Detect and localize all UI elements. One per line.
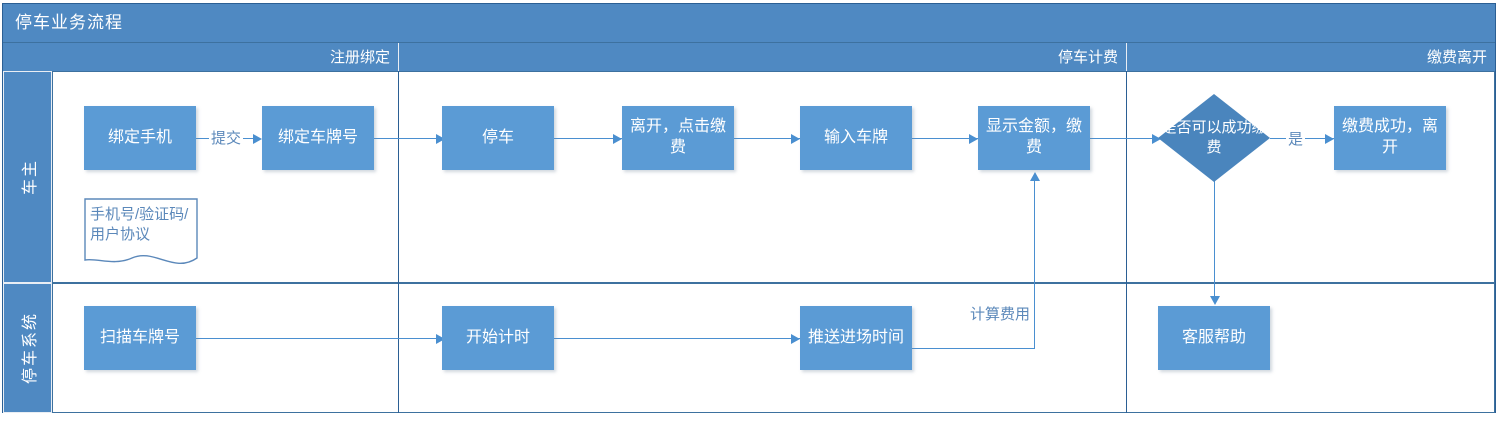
node-input-plate[interactable]: 输入车牌 — [800, 106, 912, 170]
node-can-pay-label: 是否可以成功缴费 — [1161, 118, 1267, 156]
phase-divider-1 — [398, 71, 399, 413]
edge-arrow-leavepay-to-inputplate — [791, 134, 800, 144]
diagram-title: 停车业务流程 — [3, 4, 1495, 42]
edge-scanplate-to-starttimer — [196, 338, 444, 339]
edge-label-yes: 是 — [1286, 128, 1306, 149]
node-doc-info[interactable]: 手机号/验证码/用户协议 — [84, 198, 198, 270]
edge-arrow-scanplate-to-starttimer — [436, 334, 445, 344]
edge-inputplate-to-showamount — [912, 138, 980, 139]
lane-header-owner: 车主 — [3, 71, 52, 283]
edge-arrow-showamount-to-canpay — [1152, 134, 1161, 144]
edge-arrow-pushentry-to-showamount — [1030, 172, 1040, 181]
phase-header-payleave: 缴费离开 — [1426, 49, 1487, 66]
lane-label-system: 停车系统 — [21, 311, 39, 385]
node-start-timer[interactable]: 开始计时 — [442, 306, 554, 370]
phase-header-bar: 注册绑定 停车计费 缴费离开 — [3, 42, 1495, 72]
edge-showamount-to-canpay — [1090, 138, 1162, 139]
node-pay-success[interactable]: 缴费成功，离开 — [1334, 106, 1446, 170]
phase-header-billing: 停车计费 — [399, 43, 1127, 72]
edge-starttimer-to-pushentry — [554, 338, 800, 339]
edge-arrow-canpay-to-paysuccess — [1325, 134, 1334, 144]
edge-arrow-park-to-leavepay — [613, 134, 622, 144]
edge-arrow-starttimer-to-pushentry — [791, 334, 800, 344]
node-scan-plate[interactable]: 扫描车牌号 — [84, 306, 196, 370]
edge-bindplate-to-park — [374, 138, 444, 139]
node-customer-service[interactable]: 客服帮助 — [1158, 306, 1270, 370]
document-shape-icon — [84, 198, 198, 264]
edge-canpay-to-customerservice — [1214, 174, 1215, 296]
phase-header-register: 注册绑定 — [3, 43, 399, 72]
edge-park-to-leavepay — [554, 138, 622, 139]
node-can-pay-decision[interactable]: 是否可以成功缴费 — [1158, 94, 1270, 182]
edge-arrow-bindplate-to-park — [436, 134, 445, 144]
edge-label-calcfee: 计算费用 — [968, 303, 1033, 324]
node-park[interactable]: 停车 — [442, 106, 554, 170]
node-bind-phone[interactable]: 绑定手机 — [84, 106, 196, 170]
node-show-amount[interactable]: 显示金额，缴费 — [978, 106, 1090, 170]
edge-arrow-canpay-to-customerservice — [1210, 296, 1220, 305]
edge-label-submit: 提交 — [209, 127, 244, 148]
lane-label-owner: 车主 — [21, 158, 39, 196]
lane-body-owner — [52, 71, 1495, 283]
node-bind-plate[interactable]: 绑定车牌号 — [262, 106, 374, 170]
node-doc-info-label: 手机号/验证码/用户协议 — [90, 206, 189, 244]
node-push-entry-time[interactable]: 推送进场时间 — [800, 306, 912, 370]
edge-arrow-inputplate-to-showamount — [969, 134, 978, 144]
edge-pushentry-to-showamount-v — [1034, 180, 1035, 348]
diamond-shape — [1158, 94, 1270, 182]
phase-divider-2 — [1126, 71, 1127, 413]
node-leave-pay[interactable]: 离开，点击缴费 — [622, 106, 734, 170]
edge-arrow-bindphone-to-bindplate — [253, 134, 262, 144]
lane-header-system: 停车系统 — [3, 283, 52, 413]
edge-pushentry-to-showamount-h — [912, 348, 1035, 349]
edge-leavepay-to-inputplate — [734, 138, 800, 139]
lane-body-system — [52, 283, 1495, 413]
